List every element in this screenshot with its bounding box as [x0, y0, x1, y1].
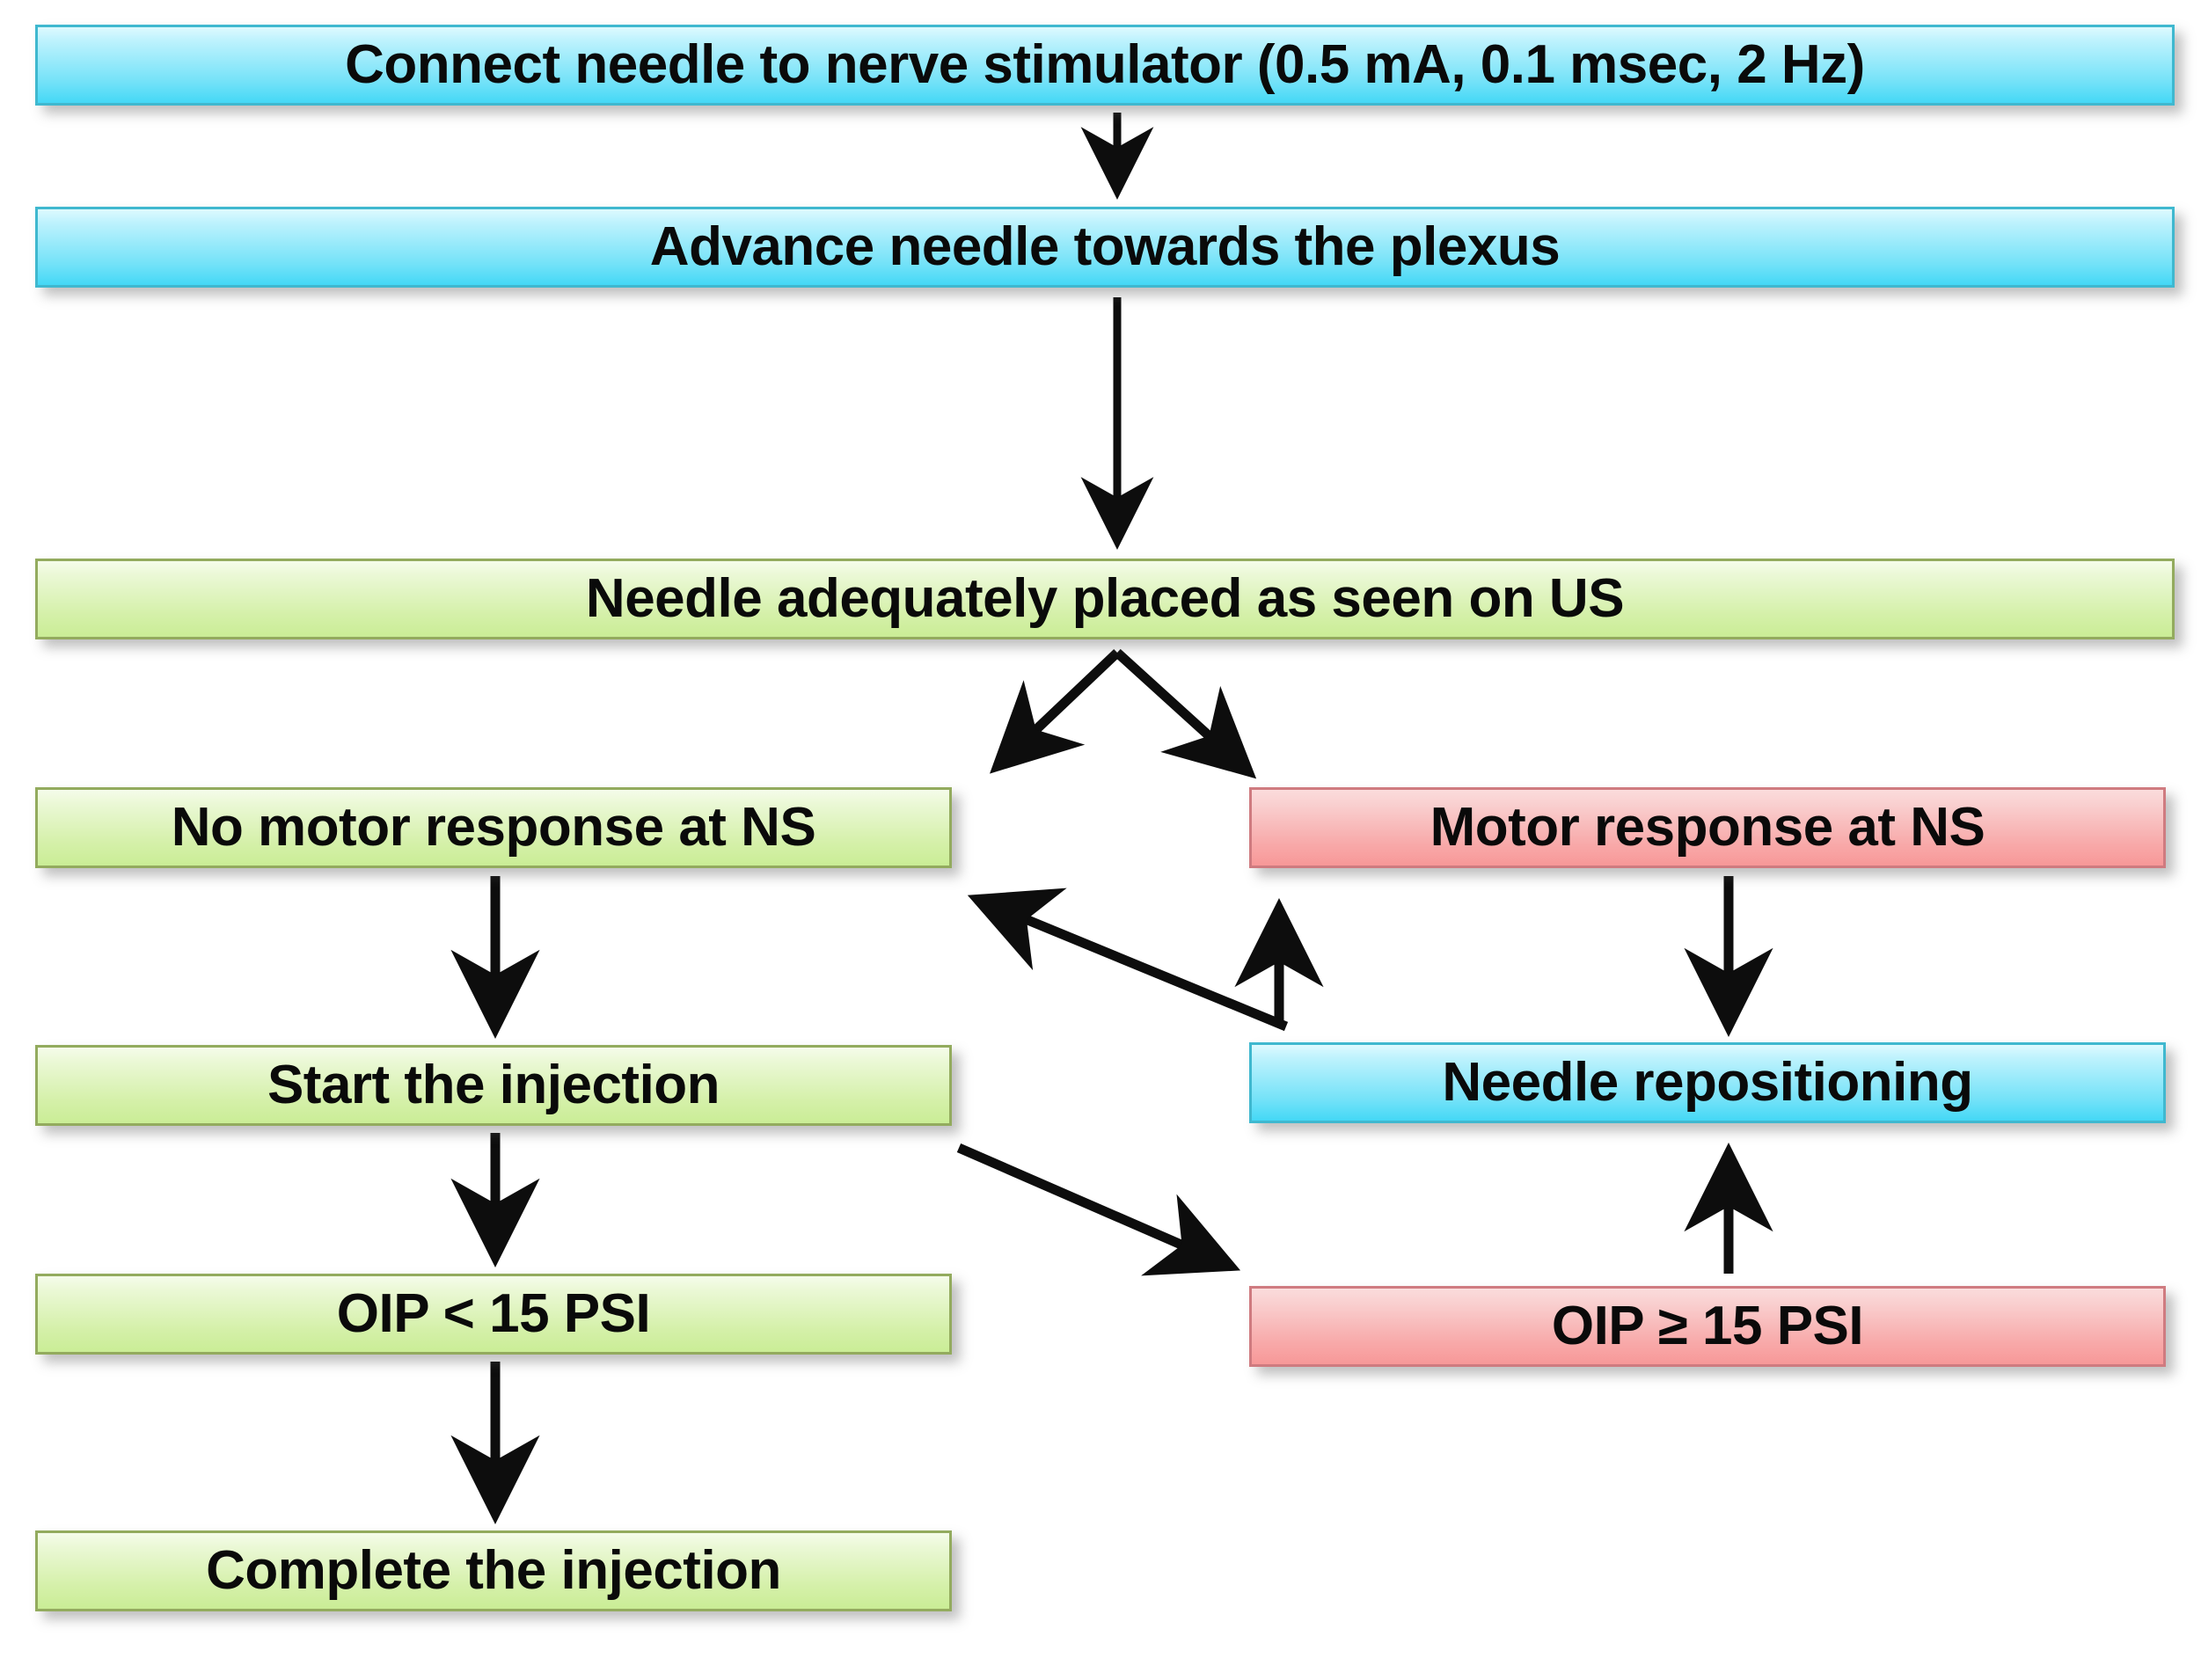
node-no-motor-response[interactable]: No motor response at NS — [35, 787, 952, 868]
node-complete-the-injection[interactable]: Complete the injection — [35, 1530, 952, 1611]
node-start-the-injection[interactable]: Start the injection — [35, 1045, 952, 1126]
edge-start-to-oip-ge — [956, 1143, 1241, 1276]
node-oip-less-than-15-psi[interactable]: OIP < 15 PSI — [35, 1274, 952, 1355]
edge-placed-to-motor — [1114, 648, 1257, 779]
node-advance-needle[interactable]: Advance needle towards the plexus — [35, 207, 2175, 288]
edge-repositioning-back-to-evaluate — [967, 887, 1324, 1032]
node-oip-greater-equal-15-psi[interactable]: OIP ≥ 15 PSI — [1249, 1286, 2166, 1367]
node-needle-adequately-placed[interactable]: Needle adequately placed as seen on US — [35, 559, 2175, 639]
node-needle-repositioning[interactable]: Needle repositioning — [1249, 1042, 2166, 1123]
node-motor-response[interactable]: Motor response at NS — [1249, 787, 2166, 868]
node-connect-needle[interactable]: Connect needle to nerve stimulator (0.5 … — [35, 25, 2175, 106]
edge-placed-to-no-motor — [990, 649, 1121, 774]
